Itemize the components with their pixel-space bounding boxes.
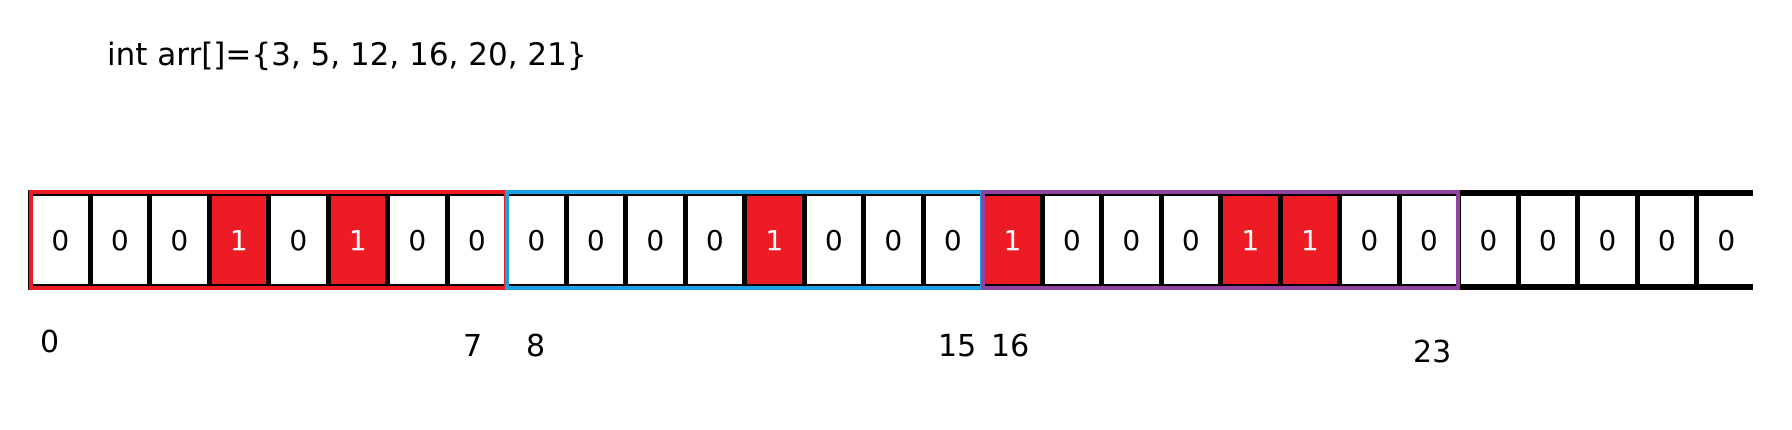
bit-cell-11: 0 xyxy=(687,196,742,284)
bit-cell-15: 0 xyxy=(925,196,980,284)
bit-cell-0: 0 xyxy=(33,196,88,284)
bit-cell-28: 0 xyxy=(1699,196,1754,284)
array-declaration: int arr[]={3, 5, 12, 16, 20, 21} xyxy=(107,37,587,73)
bit-cell-9: 0 xyxy=(568,196,623,284)
index-label-8: 8 xyxy=(526,329,546,364)
bit-cell-12: 1 xyxy=(747,196,802,284)
bit-cell-25: 0 xyxy=(1520,196,1575,284)
bit-cell-4: 0 xyxy=(271,196,326,284)
bit-cell-21: 1 xyxy=(1282,196,1337,284)
bit-cell-10: 0 xyxy=(628,196,683,284)
bit-cell-24: 0 xyxy=(1461,196,1516,284)
bit-cell-1: 0 xyxy=(92,196,147,284)
index-label-7: 7 xyxy=(463,329,483,364)
bit-cell-3: 1 xyxy=(211,196,266,284)
index-label-15: 15 xyxy=(938,329,977,364)
index-label-0: 0 xyxy=(40,325,60,360)
bit-cell-20: 1 xyxy=(1223,196,1278,284)
bit-cell-22: 0 xyxy=(1342,196,1397,284)
bit-cell-5: 1 xyxy=(330,196,385,284)
bit-cell-18: 0 xyxy=(1104,196,1159,284)
bit-cell-8: 0 xyxy=(509,196,564,284)
bit-cell-6: 0 xyxy=(390,196,445,284)
bit-cell-16: 1 xyxy=(985,196,1040,284)
bit-cell-19: 0 xyxy=(1163,196,1218,284)
bit-cell-14: 0 xyxy=(866,196,921,284)
bit-cell-7: 0 xyxy=(449,196,504,284)
bit-cell-27: 0 xyxy=(1639,196,1694,284)
bit-cell-13: 0 xyxy=(806,196,861,284)
bit-cell-17: 0 xyxy=(1044,196,1099,284)
bit-cell-26: 0 xyxy=(1580,196,1635,284)
bit-cell-2: 0 xyxy=(152,196,207,284)
index-label-23: 23 xyxy=(1413,335,1452,370)
bit-cell-23: 0 xyxy=(1401,196,1456,284)
index-label-16: 16 xyxy=(991,329,1030,364)
